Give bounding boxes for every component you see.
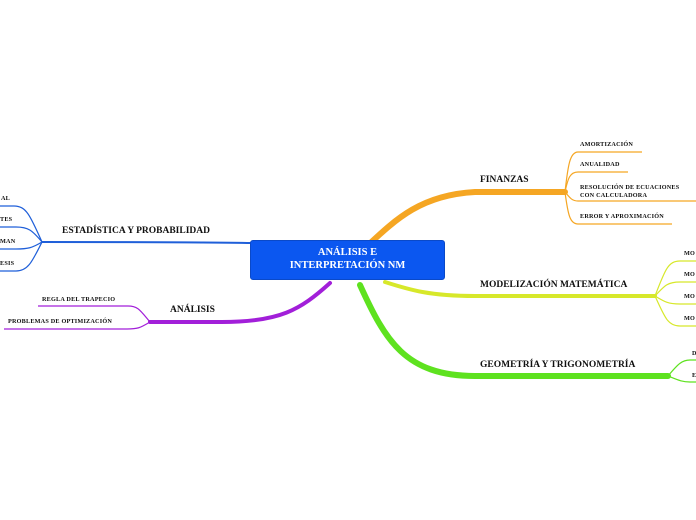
topic-analisis[interactable]: ANÁLISIS <box>170 305 215 315</box>
topic-geometria-trigonometria[interactable]: GEOMETRÍA Y TRIGONOMETRÍA <box>480 360 636 370</box>
connector-modelizacion-3 <box>654 295 696 305</box>
subtopic-modelizacion-4[interactable]: MO <box>684 315 696 322</box>
topic-estadistica-probabilidad[interactable]: ESTADÍSTICA Y PROBABILIDAD <box>62 226 210 236</box>
subtopic-error-aproximacion[interactable]: ERROR Y APROXIMACIÓN <box>580 213 664 220</box>
connector-analisis-optimizacion <box>4 321 151 330</box>
connector-finanzas-anualidad <box>564 171 628 193</box>
subtopic-anualidad[interactable]: ANUALIDAD <box>580 161 620 168</box>
connector-finanzas-error <box>564 191 672 225</box>
central-topic-line2: INTERPRETACIÓN NM <box>289 260 406 271</box>
connector-modelizacion-main <box>383 280 657 298</box>
connector-estadistica-3 <box>0 241 43 250</box>
subtopic-problemas-optimizacion[interactable]: PROBLEMAS DE OPTIMIZACIÓN <box>8 318 113 325</box>
subtopic-estadistica-1[interactable]: AL <box>1 195 10 202</box>
subtopic-estadistica-2[interactable]: TES <box>0 216 13 223</box>
connector-modelizacion-4 <box>654 295 696 327</box>
connector-estadistica-main <box>41 241 253 244</box>
subtopic-geometria-1[interactable]: D <box>692 350 696 357</box>
connector-geometria-1 <box>667 359 696 377</box>
connector-modelizacion-1 <box>654 260 696 297</box>
central-topic-line1: ANÁLISIS E <box>317 247 378 259</box>
connector-estadistica-4 <box>0 241 43 272</box>
subtopic-estadistica-3[interactable]: MAN <box>0 238 16 245</box>
subtopic-modelizacion-3[interactable]: MO <box>684 293 696 300</box>
connector-estadistica-1 <box>0 205 43 243</box>
connector-finanzas-amortizacion <box>564 151 642 193</box>
subtopic-modelizacion-1[interactable]: MO <box>684 250 696 257</box>
topic-finanzas[interactable]: FINANZAS <box>480 175 529 185</box>
connector-finanzas-main <box>362 189 568 251</box>
connector-analisis-trapecio <box>38 305 151 323</box>
subtopic-regla-trapecio[interactable]: REGLA DEL TRAPECIO <box>42 296 116 303</box>
subtopic-geometria-2[interactable]: E <box>692 372 696 379</box>
subtopic-resolucion-ecuaciones[interactable]: RESOLUCIÓN DE ECUACIONES CON CALCULADORA <box>580 184 680 199</box>
subtopic-amortizacion[interactable]: AMORTIZACIÓN <box>580 141 634 148</box>
connector-geometria-main <box>357 282 671 379</box>
connector-finanzas-resolucion <box>564 191 696 202</box>
connector-analisis-main <box>148 281 332 324</box>
connector-geometria-2 <box>667 375 696 383</box>
connector-estadistica-2 <box>0 226 43 243</box>
central-topic-node[interactable]: ANÁLISIS E INTERPRETACIÓN NM <box>250 240 445 280</box>
connector-modelizacion-2 <box>654 281 696 297</box>
subtopic-estadistica-4[interactable]: ESIS <box>0 260 15 267</box>
subtopic-modelizacion-2[interactable]: MO <box>684 271 696 278</box>
topic-modelizacion-matematica[interactable]: MODELIZACIÓN MATEMÁTICA <box>480 280 628 290</box>
